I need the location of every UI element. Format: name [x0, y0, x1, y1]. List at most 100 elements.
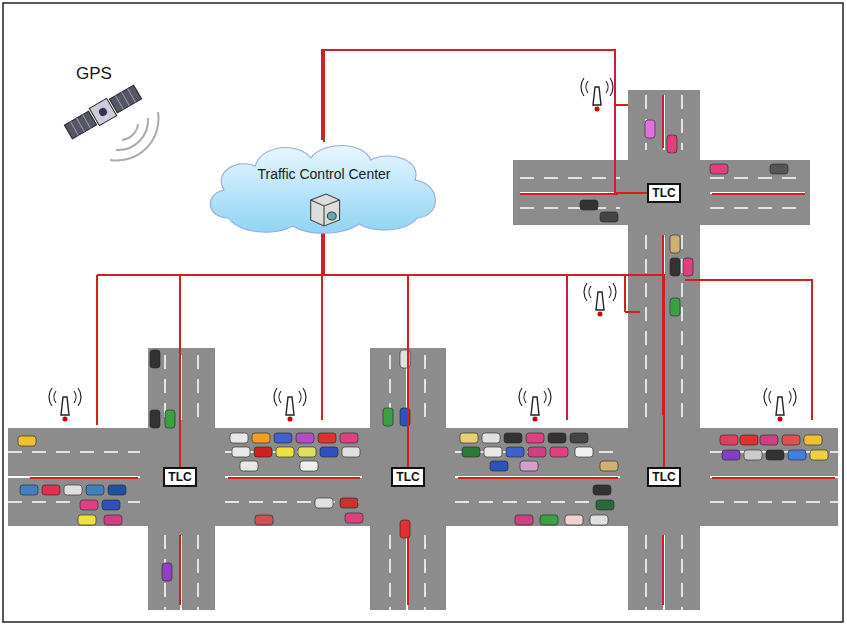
traffic-light-controller: TLC — [391, 467, 425, 487]
control-link — [324, 230, 664, 467]
controller-label: TLC — [652, 471, 675, 483]
car — [722, 450, 740, 460]
car — [590, 515, 608, 525]
traffic-light-controller: TLC — [163, 467, 197, 487]
car — [548, 433, 566, 443]
control-center-cloud: Traffic Control Center — [204, 136, 444, 236]
car — [80, 500, 98, 510]
car — [400, 350, 410, 368]
roads — [8, 90, 838, 610]
control-link — [180, 230, 324, 467]
control-link — [324, 230, 408, 467]
car — [298, 447, 316, 457]
car — [42, 485, 60, 495]
car — [667, 135, 677, 153]
car — [484, 447, 502, 457]
car — [342, 447, 360, 457]
car — [400, 408, 410, 426]
car — [580, 200, 598, 210]
car — [108, 485, 126, 495]
signal-wires — [30, 50, 835, 605]
car — [482, 433, 500, 443]
center-label: Traffic Control Center — [204, 166, 444, 182]
car — [810, 450, 828, 460]
car — [683, 258, 693, 276]
car — [720, 435, 738, 445]
car — [400, 520, 410, 538]
car — [462, 447, 480, 457]
car — [670, 235, 680, 253]
car — [254, 447, 272, 457]
satellite-label: GPS — [76, 64, 112, 84]
gps-satellite — [63, 83, 142, 140]
car — [670, 298, 680, 316]
car — [232, 447, 250, 457]
car — [150, 350, 160, 368]
car — [340, 433, 358, 443]
car — [300, 461, 318, 471]
car — [320, 447, 338, 457]
car — [102, 500, 120, 510]
car — [600, 212, 618, 222]
car — [296, 433, 314, 443]
lane-markings — [8, 95, 838, 610]
car — [575, 447, 593, 457]
car — [710, 164, 728, 174]
car — [150, 410, 160, 428]
car — [760, 435, 778, 445]
car — [744, 450, 762, 460]
car — [383, 408, 393, 426]
controller-label: TLC — [652, 187, 675, 199]
car — [340, 498, 358, 508]
car — [540, 515, 558, 525]
car — [78, 515, 96, 525]
car — [230, 433, 248, 443]
car — [460, 433, 478, 443]
car — [86, 485, 104, 495]
car — [782, 435, 800, 445]
frame — [3, 3, 843, 622]
car — [276, 447, 294, 457]
server-icon — [311, 194, 340, 226]
car — [165, 410, 175, 428]
car — [252, 433, 270, 443]
car — [515, 515, 533, 525]
car — [565, 515, 583, 525]
car — [318, 433, 336, 443]
vehicles — [18, 120, 828, 581]
controller-label: TLC — [168, 471, 191, 483]
car — [740, 435, 758, 445]
signal-waves — [110, 112, 159, 161]
car — [766, 450, 784, 460]
car — [645, 120, 655, 138]
traffic-light-controller: TLC — [647, 467, 681, 487]
car — [64, 485, 82, 495]
car — [506, 447, 524, 457]
car — [520, 461, 538, 471]
car — [550, 447, 568, 457]
car — [240, 461, 258, 471]
car — [255, 515, 273, 525]
car — [600, 461, 618, 471]
car — [528, 447, 546, 457]
traffic-light-controller: TLC — [647, 183, 681, 203]
road-dividers — [8, 95, 838, 610]
car — [274, 433, 292, 443]
car — [788, 450, 806, 460]
controller-label: TLC — [396, 471, 419, 483]
car — [315, 498, 333, 508]
car — [18, 436, 36, 446]
car — [670, 258, 680, 276]
car — [162, 563, 172, 581]
car — [504, 433, 522, 443]
car — [596, 500, 614, 510]
car — [104, 515, 122, 525]
car — [593, 485, 611, 495]
car — [490, 461, 508, 471]
car — [770, 164, 788, 174]
car — [526, 433, 544, 443]
car — [804, 435, 822, 445]
car — [345, 513, 363, 523]
